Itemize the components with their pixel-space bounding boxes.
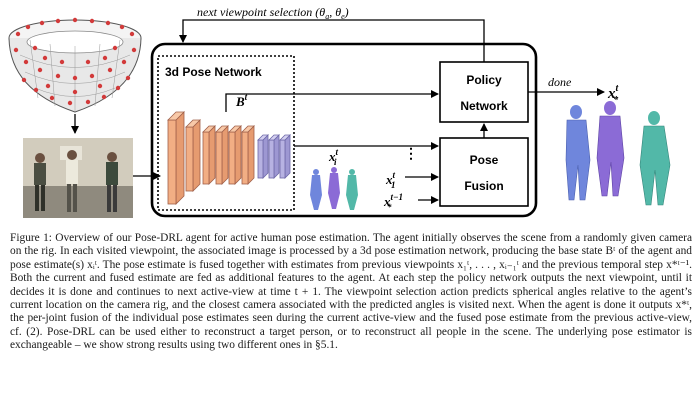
cnn-layers bbox=[167, 111, 291, 205]
policy-network-box bbox=[439, 61, 529, 123]
next-viewpoint-label: next viewpoint selection (θa, θe) bbox=[197, 5, 349, 21]
camera-rig-dome-image bbox=[8, 17, 142, 113]
feedback-loop-arrow bbox=[179, 19, 485, 62]
pose-fusion-label-1: Pose bbox=[470, 153, 499, 167]
base-state-arrow bbox=[225, 90, 439, 112]
done-label: done bbox=[548, 75, 572, 89]
figure-caption: Figure 1: Overview of our Pose-DRL agent… bbox=[10, 232, 692, 352]
pose-network-box bbox=[157, 55, 295, 211]
pose-fusion-box bbox=[439, 137, 529, 207]
pose-estimate-meshes bbox=[310, 167, 358, 210]
final-pose-meshes bbox=[565, 101, 671, 206]
base-state-label: Bt bbox=[235, 92, 248, 109]
camera-view-photo bbox=[23, 138, 133, 218]
agent-box bbox=[150, 42, 538, 218]
policy-network-label-1: Policy bbox=[466, 73, 502, 87]
previous-estimate-label: xt−1* bbox=[383, 192, 403, 212]
final-estimate-label: xt* bbox=[607, 83, 620, 106]
policy-network-label-2: Network bbox=[460, 99, 508, 113]
pose-fusion-label-2: Fusion bbox=[464, 179, 503, 193]
overview-figure: 3d Pose Network bbox=[8, 5, 671, 218]
ellipsis-dots: ⋮ bbox=[404, 147, 418, 162]
pose-network-title: 3d Pose Network bbox=[165, 65, 262, 79]
